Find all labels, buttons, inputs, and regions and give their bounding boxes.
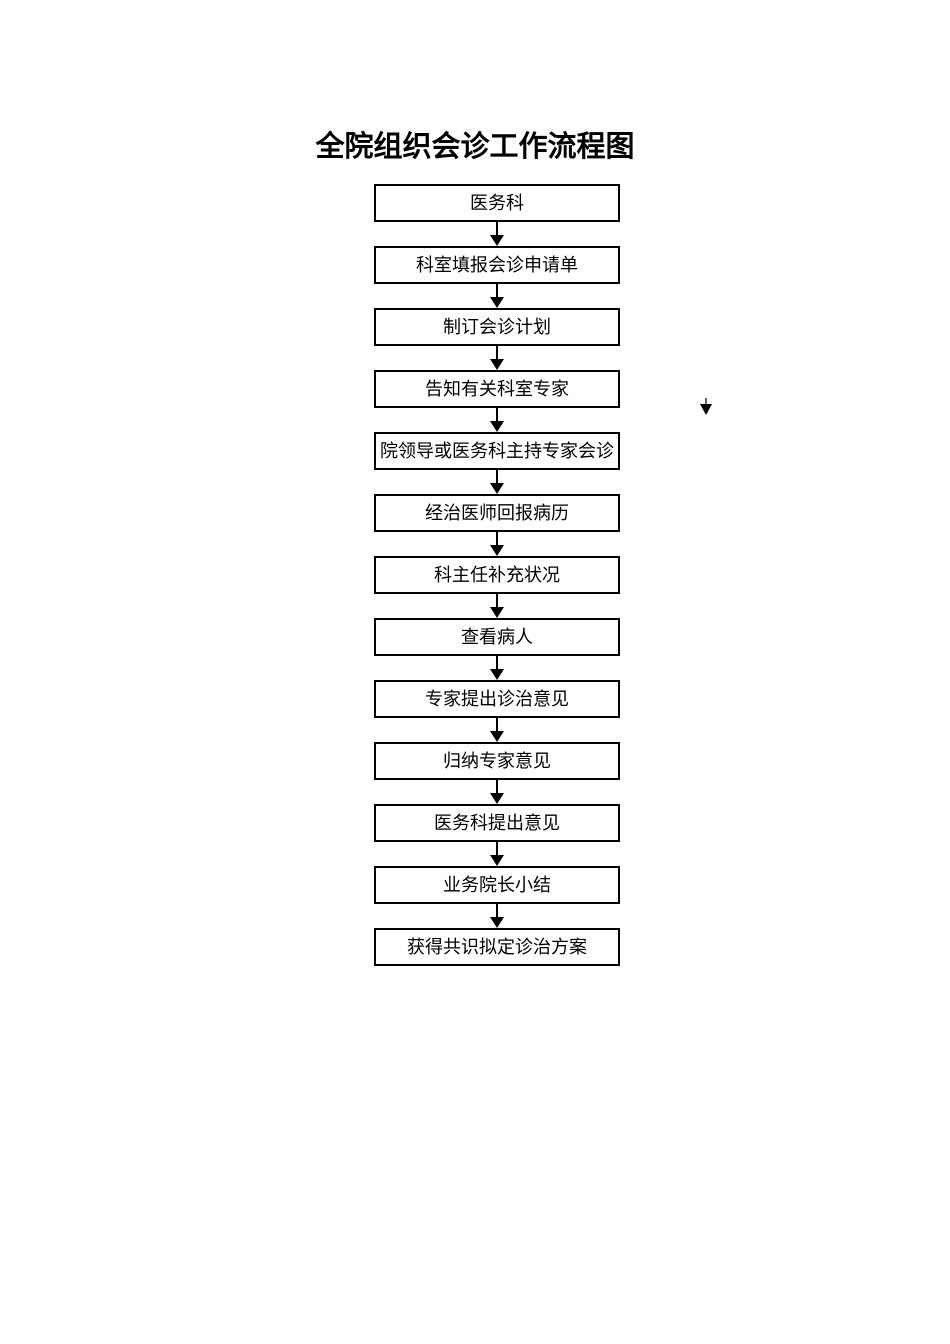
flow-connector-arrow bbox=[490, 904, 504, 928]
flow-step-box: 院领导或医务科主持专家会诊 bbox=[374, 432, 620, 470]
connector-stem bbox=[496, 408, 498, 421]
down-arrowhead-icon bbox=[490, 545, 504, 556]
flow-connector-arrow bbox=[490, 780, 504, 804]
flow-step-box: 查看病人 bbox=[374, 618, 620, 656]
down-arrowhead-icon bbox=[490, 855, 504, 866]
flow-connector-arrow bbox=[490, 408, 504, 432]
flow-step-box: 制订会诊计划 bbox=[374, 308, 620, 346]
flow-step-label: 归纳专家意见 bbox=[443, 751, 551, 771]
flow-step-box: 业务院长小结 bbox=[374, 866, 620, 904]
down-arrowhead-icon bbox=[490, 235, 504, 246]
down-arrowhead-icon bbox=[490, 917, 504, 928]
flow-step-box: 医务科提出意见 bbox=[374, 804, 620, 842]
flow-step-box: 医务科 bbox=[374, 184, 620, 222]
flow-step-label: 查看病人 bbox=[461, 627, 533, 647]
flow-connector-arrow bbox=[490, 284, 504, 308]
flow-step-label: 医务科 bbox=[470, 193, 524, 213]
flow-step-label: 经治医师回报病历 bbox=[425, 503, 569, 523]
flow-connector-arrow bbox=[490, 532, 504, 556]
flow-step-box: 归纳专家意见 bbox=[374, 742, 620, 780]
flow-connector-arrow bbox=[490, 842, 504, 866]
flow-step-box: 告知有关科室专家 bbox=[374, 370, 620, 408]
flow-connector-arrow bbox=[490, 346, 504, 370]
page-title: 全院组织会诊工作流程图 bbox=[315, 131, 635, 163]
flow-step-box: 科主任补充状况 bbox=[374, 556, 620, 594]
flow-step-box: 获得共识拟定诊治方案 bbox=[374, 928, 620, 966]
down-arrowhead-icon bbox=[490, 793, 504, 804]
connector-stem bbox=[496, 346, 498, 359]
flow-step-box: 专家提出诊治意见 bbox=[374, 680, 620, 718]
connector-stem bbox=[496, 718, 498, 731]
flow-step-label: 获得共识拟定诊治方案 bbox=[407, 937, 587, 957]
connector-stem bbox=[496, 594, 498, 607]
flow-step-label: 业务院长小结 bbox=[443, 875, 551, 895]
connector-stem bbox=[496, 656, 498, 669]
down-arrowhead-icon bbox=[490, 669, 504, 680]
connector-stem bbox=[496, 532, 498, 545]
connector-stem bbox=[496, 284, 498, 297]
stray-arrow-stem bbox=[705, 398, 707, 404]
down-arrowhead-icon bbox=[490, 359, 504, 370]
flow-step-label: 告知有关科室专家 bbox=[425, 379, 569, 399]
flow-connector-arrow bbox=[490, 222, 504, 246]
down-arrowhead-icon bbox=[490, 483, 504, 494]
connector-stem bbox=[496, 904, 498, 917]
flow-step-label: 科主任补充状况 bbox=[434, 565, 560, 585]
down-arrowhead-icon bbox=[490, 297, 504, 308]
flow-connector-arrow bbox=[490, 594, 504, 618]
flow-connector-arrow bbox=[490, 718, 504, 742]
flow-step-box: 科室填报会诊申请单 bbox=[374, 246, 620, 284]
flowchart: 医务科 科室填报会诊申请单 制订会诊计划 告知有关科室专家 院领导或医务科主持专… bbox=[374, 184, 620, 966]
connector-stem bbox=[496, 842, 498, 855]
flow-step-label: 专家提出诊治意见 bbox=[425, 689, 569, 709]
flow-step-label: 科室填报会诊申请单 bbox=[416, 255, 578, 275]
flow-step-label: 制订会诊计划 bbox=[443, 317, 551, 337]
down-arrowhead-icon bbox=[490, 607, 504, 618]
connector-stem bbox=[496, 470, 498, 483]
connector-stem bbox=[496, 780, 498, 793]
flow-step-label: 医务科提出意见 bbox=[434, 813, 560, 833]
flow-step-box: 经治医师回报病历 bbox=[374, 494, 620, 532]
down-arrowhead-icon bbox=[490, 421, 504, 432]
flow-connector-arrow bbox=[490, 470, 504, 494]
flow-connector-arrow bbox=[490, 656, 504, 680]
down-arrowhead-icon bbox=[490, 731, 504, 742]
flow-step-label: 院领导或医务科主持专家会诊 bbox=[380, 441, 614, 461]
stray-arrowhead-icon bbox=[700, 404, 712, 415]
connector-stem bbox=[496, 222, 498, 235]
stray-down-arrowhead-icon bbox=[699, 398, 713, 415]
